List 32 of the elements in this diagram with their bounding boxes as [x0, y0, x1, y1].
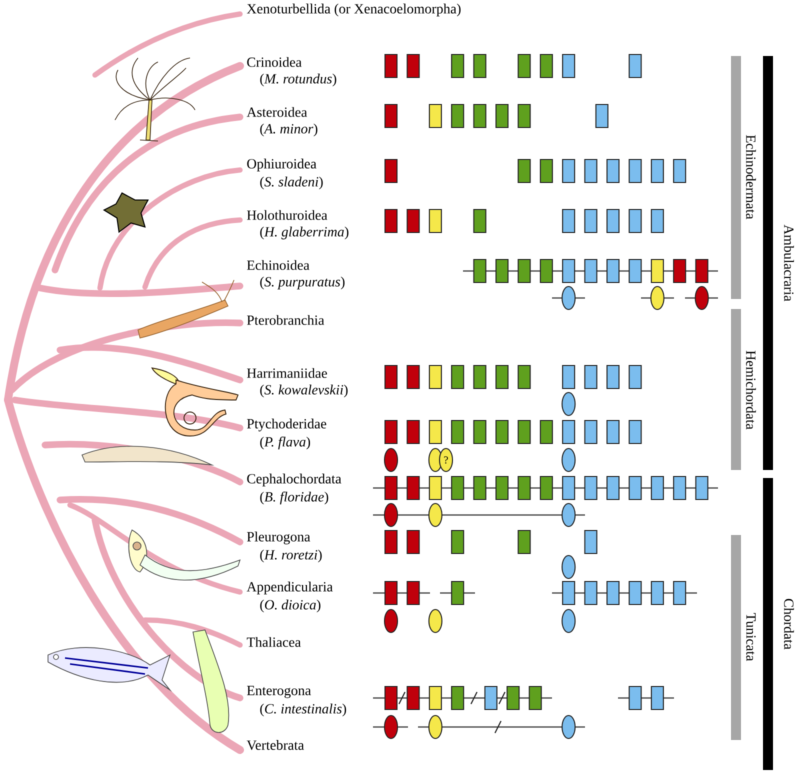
taxon-name: Vertebrata	[246, 740, 304, 750]
species-name: (S. sladeni)	[260, 176, 323, 190]
species-name: (B. floridae)	[260, 492, 328, 504]
species-name: (S. kowalevskii)	[260, 384, 348, 398]
taxon-name: Ophiuroidea	[247, 158, 316, 172]
taxon-name: Xenoturbellida (or Xenacoelomorpha)	[246, 4, 461, 16]
species-name: (C. intestinalis)	[260, 704, 346, 716]
taxon-name: Crinoidea	[247, 57, 302, 67]
species-name: (H. roretzi)	[260, 550, 322, 562]
question-mark: ?	[444, 456, 448, 464]
taxon-name: Thaliacea	[246, 637, 301, 647]
taxon-name: Enterogona	[247, 686, 311, 698]
taxon-name: Appendicularia	[246, 582, 333, 594]
taxon-name: Pterobranchia	[247, 315, 324, 325]
taxon-name: Holothuroidea	[247, 210, 328, 220]
species-name: (S. purpuratus)	[260, 276, 345, 290]
species-name: (H. glaberrima)	[260, 226, 348, 240]
taxon-name: Pleurogona	[247, 532, 310, 544]
species-name: (A. minor)	[260, 124, 318, 136]
species-name: (O. dioica)	[260, 600, 320, 612]
clade-label: Hemichordata	[746, 350, 756, 430]
clade-label: Ambulacraria	[784, 224, 794, 302]
taxon-name: Harrimaniidae	[247, 368, 327, 378]
taxon-name: Echinoidea	[247, 260, 310, 270]
taxon-name: Asteroidea	[246, 107, 308, 117]
species-name: (M. rotundus)	[260, 74, 336, 86]
clade-label: Echinodermata	[746, 135, 756, 220]
taxon-name: Ptychoderidae	[247, 418, 326, 432]
taxon-name: Cephalochordata	[247, 474, 342, 486]
clade-label: Tunicata	[746, 613, 756, 662]
species-name: (P. flava)	[260, 436, 310, 450]
clade-label: Chordata	[784, 598, 794, 650]
